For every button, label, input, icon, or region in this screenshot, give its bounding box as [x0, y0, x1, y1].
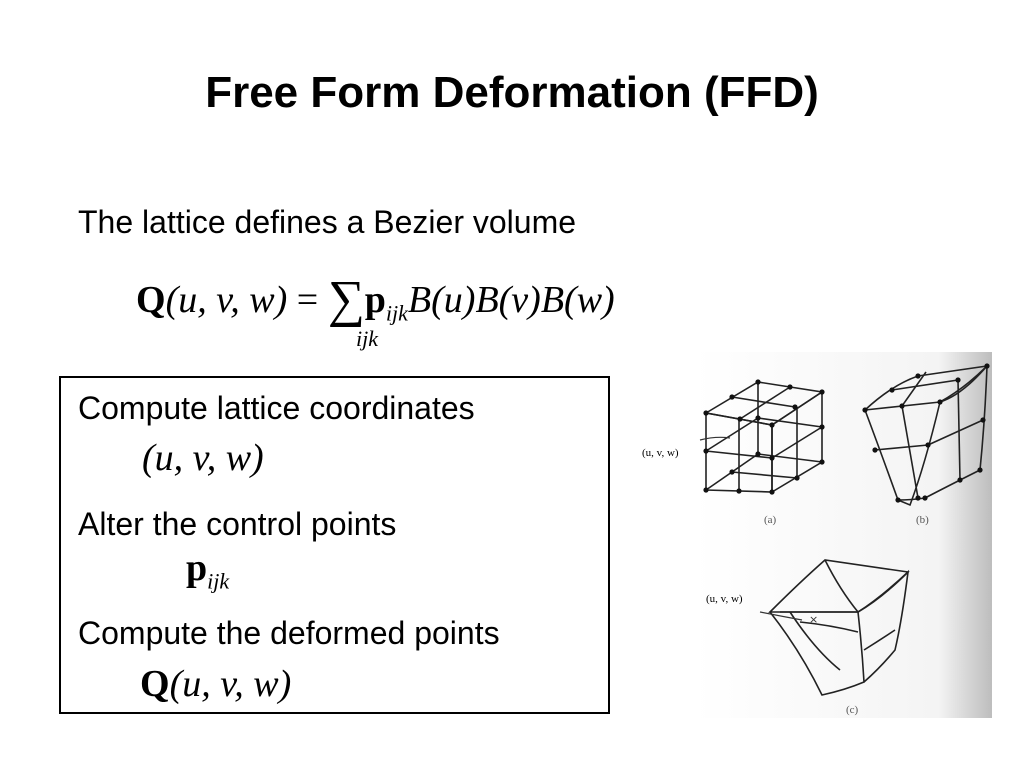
- eq-lhs-args: (u, v, w): [165, 279, 288, 321]
- ffd-lattice-illustration: ×: [695, 352, 992, 718]
- figure-caption-b: (b): [916, 514, 929, 526]
- scanned-paper-background: [695, 352, 992, 718]
- undeformed-control-points: [703, 379, 825, 495]
- step-1-math: (u, v, w): [142, 436, 264, 480]
- undeformed-lattice-cube: [703, 381, 825, 494]
- eq-sigma: ∑: [327, 271, 365, 328]
- step-2-math-symbol: p: [186, 547, 208, 589]
- point-marker-c: ×: [809, 613, 818, 626]
- step-2-math-subscript: ijk: [207, 568, 230, 594]
- point-arrow-c: [759, 611, 803, 621]
- eq-p-subscript: ijk: [385, 300, 408, 326]
- step-2-label: Alter the control points: [78, 506, 397, 542]
- eq-p-symbol: p: [364, 279, 386, 321]
- slide-subtitle: The lattice defines a Bezier volume: [78, 204, 577, 240]
- step-1-math-args: (u, v, w): [142, 437, 264, 479]
- ffd-lattice-figure: × (u, v, w) (u, v, w) (a) (b) (c): [640, 350, 992, 718]
- step-3-math: Q(u, v, w): [140, 662, 291, 706]
- figure-caption-c: (c): [846, 704, 859, 716]
- step-1-label: Compute lattice coordinates: [78, 390, 475, 426]
- bezier-volume-equation: Q(u, v, w) = ∑pijkB(u)B(v)B(w): [136, 266, 615, 328]
- eq-lhs-symbol: Q: [136, 279, 166, 321]
- deformed-control-points-b: [862, 363, 990, 503]
- figure-label-c: (u, v, w): [706, 593, 743, 605]
- eq-equals: =: [296, 279, 319, 321]
- figure-caption-a: (a): [764, 514, 777, 526]
- eq-rhs-basis: B(u)B(v)B(w): [407, 279, 615, 321]
- step-3-math-args: (u, v, w): [169, 663, 292, 705]
- point-arrow-a: [699, 436, 731, 441]
- figure-label-a: (u, v, w): [642, 447, 679, 459]
- slide-title: Free Form Deformation (FFD): [205, 68, 819, 117]
- deformed-object-c: [768, 559, 910, 696]
- eq-sum-index: ijk: [356, 326, 378, 351]
- step-3-math-symbol: Q: [140, 663, 170, 705]
- step-3-label: Compute the deformed points: [78, 615, 500, 651]
- step-2-math: pijk: [186, 546, 229, 595]
- steps-box: [59, 376, 610, 714]
